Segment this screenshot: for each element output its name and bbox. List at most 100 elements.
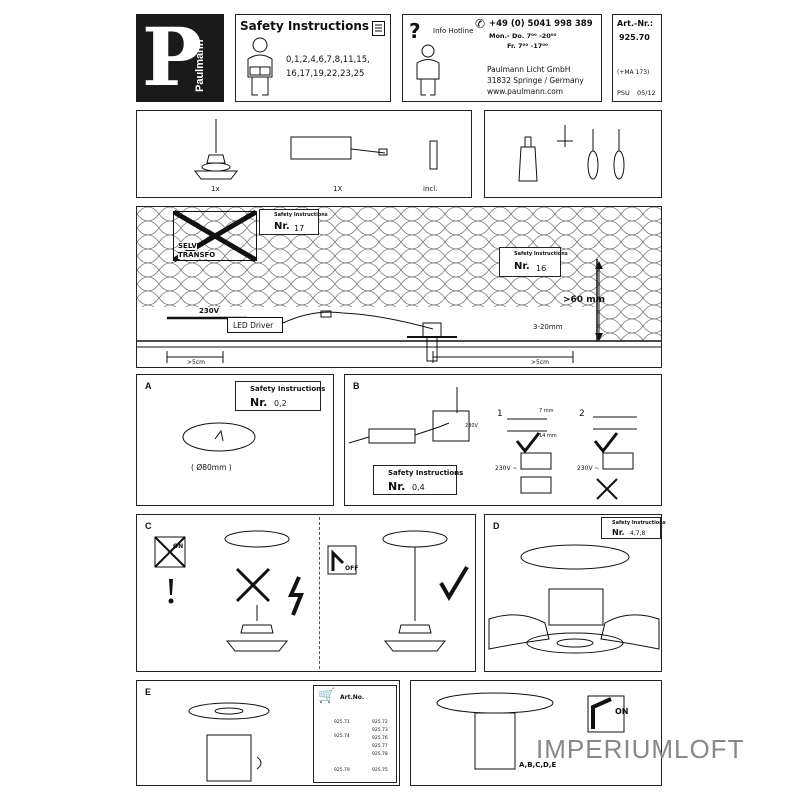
article-number: 925.70	[619, 33, 650, 42]
driver-wiring-icon	[348, 387, 470, 444]
installed-downlight	[407, 322, 457, 362]
hotline-label: Info Hotline	[433, 27, 474, 35]
si-nr-label-16: Nr.	[514, 261, 530, 272]
connector-icon	[429, 140, 438, 170]
panel-d-nr: 4,7,8	[630, 530, 646, 537]
art-code-7: 925.78	[372, 752, 388, 757]
art-code-6: 925.77	[372, 744, 388, 749]
mains-voltage-label: 230V	[199, 307, 220, 315]
art-code-8: 925.75	[372, 768, 388, 773]
panel-a-letter: A	[145, 381, 152, 391]
watermark-part1: IMPERIUM	[536, 734, 674, 764]
panel-b-si-title: Safety Instructions	[388, 469, 464, 477]
phone-person-icon	[416, 44, 440, 96]
si-nr-17: 17	[294, 224, 305, 233]
safety-instructions-header: Safety Instructions 0,1,2,4,6,7,8,11,15,…	[235, 14, 391, 102]
article-date: 05/12	[637, 89, 656, 97]
article-list-box: 🛒 Art.No. 925.71 925.72 925.73 925.74 92…	[313, 685, 397, 783]
switch-off-icon	[327, 545, 357, 575]
correct-install-icon	[382, 530, 469, 652]
imperiumloft-watermark: IMPERIUMLOFT	[536, 734, 744, 765]
panel-c-off-label: OFF	[345, 565, 359, 572]
booklet-icon	[372, 21, 385, 36]
paulmann-logo: P Paulmann	[136, 10, 224, 104]
wire-strip-icon	[507, 416, 637, 500]
safety-box-16: Safety Instructions Nr. 16	[499, 247, 568, 277]
tools-icon	[518, 125, 625, 182]
panel-a-nr: 0,2	[274, 399, 287, 408]
si-nr-16: 16	[536, 264, 547, 273]
panel-b-step1: 1	[497, 409, 503, 419]
panel-a-safety-box: Safety Instructions Nr. 0,2	[235, 381, 325, 411]
reading-person-icon	[247, 37, 273, 96]
panel-a-cutout: A Safety Instructions Nr. 0,2 ( Ø80mm )	[136, 374, 334, 506]
phone-icon: ✆	[475, 17, 486, 31]
transfo-label: TRANSFO	[178, 251, 216, 259]
art-code-9: 925.79	[334, 768, 350, 773]
panel-b-step2: 2	[579, 409, 585, 419]
company-website: www.paulmann.com	[487, 87, 564, 96]
panel-b-dim1: 7 mm	[539, 408, 554, 414]
panel-a-nr-label: Nr.	[250, 396, 268, 409]
cart-icon: 🛒	[318, 688, 336, 704]
switch-on-icon	[587, 695, 625, 733]
logo-brand-name: Paulmann	[194, 39, 206, 92]
switch-on-crossed-icon	[154, 536, 186, 604]
included-label: incl.	[423, 185, 438, 193]
panel-e-final: ON A,B,C,D,E	[410, 680, 662, 786]
led-driver-icon	[290, 136, 388, 160]
tools-panel	[484, 110, 662, 198]
panel-b-letter: B	[353, 381, 360, 391]
panel-c-divider	[319, 517, 320, 669]
led-driver-label: LED Driver	[233, 321, 274, 330]
panel-e-refs: A,B,C,D,E	[519, 761, 557, 769]
article-number-box: Art.-Nr.: 925.70 (+MA 173) PSU 05/12	[612, 14, 662, 102]
installation-diagram: SELV TRANSFO Safety Instructions Nr. 17 …	[136, 206, 662, 368]
distance-right-label: >5cm	[531, 359, 549, 366]
ceiling-hole-icon	[182, 422, 256, 452]
art-code-5: 925.76	[372, 736, 388, 741]
panel-d-insert: D Safety Instructions Nr. 4,7,8	[484, 514, 666, 672]
hotline-phone: +49 (0) 5041 998 389	[489, 19, 593, 29]
panel-b-safety-box: Safety Instructions Nr. 0,4	[373, 465, 463, 495]
safety-box-17: Safety Instructions Nr. 17	[259, 209, 328, 235]
hotline-hours-friday: Fr. 7⁰⁰ -17⁰⁰	[507, 42, 548, 50]
selv-label: SELV	[178, 242, 197, 250]
final-install-icon	[436, 692, 554, 770]
info-hotline-box: ? Info Hotline ✆ +49 (0) 5041 998 389 Mo…	[402, 14, 602, 102]
panel-b-nr: 0,4	[412, 483, 425, 492]
panel-e-letter: E	[145, 687, 152, 697]
panel-b-wiring: B 1 2 7 mm 14 mm 230V 230V ~ 230V ~ Safe…	[344, 374, 662, 506]
distance-dimensions	[166, 351, 574, 363]
thickness-label: 3-20mm	[533, 323, 563, 331]
distance-left-label: >5cm	[187, 359, 205, 366]
panel-e-accessories: E 🛒 Art.No. 925.71 925.72 925.73 925.74 …	[136, 680, 400, 786]
downlight-fixture-icon	[194, 119, 238, 180]
panel-b-dim2: 14 mm	[539, 433, 557, 439]
panel-a-diameter: ( Ø80mm )	[191, 463, 232, 472]
art-no-label: Art.No.	[340, 694, 365, 701]
panel-d-nr-label: Nr.	[612, 528, 625, 537]
panel-a-si-title: Safety Instructions	[250, 385, 326, 393]
article-psu: PSU	[617, 89, 630, 97]
company-address: 31832 Springe / Germany	[487, 76, 584, 85]
hands-inserting-icon	[488, 544, 660, 654]
logo-letter: P	[142, 10, 203, 104]
art-code-2: 925.72	[372, 720, 388, 725]
panel-d-safety-box: Safety Instructions Nr. 4,7,8	[601, 517, 666, 539]
art-code-1: 925.71	[334, 720, 350, 725]
panel-d-letter: D	[493, 521, 500, 531]
hotline-hours-weekdays: Mon.- Do. 7⁰⁰ -20⁰⁰	[489, 32, 557, 40]
art-code-4: 925.74	[334, 734, 350, 739]
panel-b-voltage-a: 230V ~	[495, 465, 518, 472]
panel-c-switch-off: C ON OFF	[136, 514, 476, 672]
safety-title: Safety Instructions	[240, 19, 370, 33]
qty-driver: 1X	[333, 185, 343, 193]
panel-b-nr-label: Nr.	[388, 480, 406, 493]
panel-b-voltage-c: 230V	[465, 423, 478, 429]
watermark-part2: LOFT	[674, 734, 745, 764]
transformer-crossed-out: SELV TRANSFO	[172, 209, 258, 263]
panel-d-si-title: Safety Instructions	[612, 520, 666, 526]
safety-numbers-1: 0,1,2,4,6,7,8,11,15,	[286, 55, 370, 65]
qty-light: 1x	[211, 185, 220, 193]
